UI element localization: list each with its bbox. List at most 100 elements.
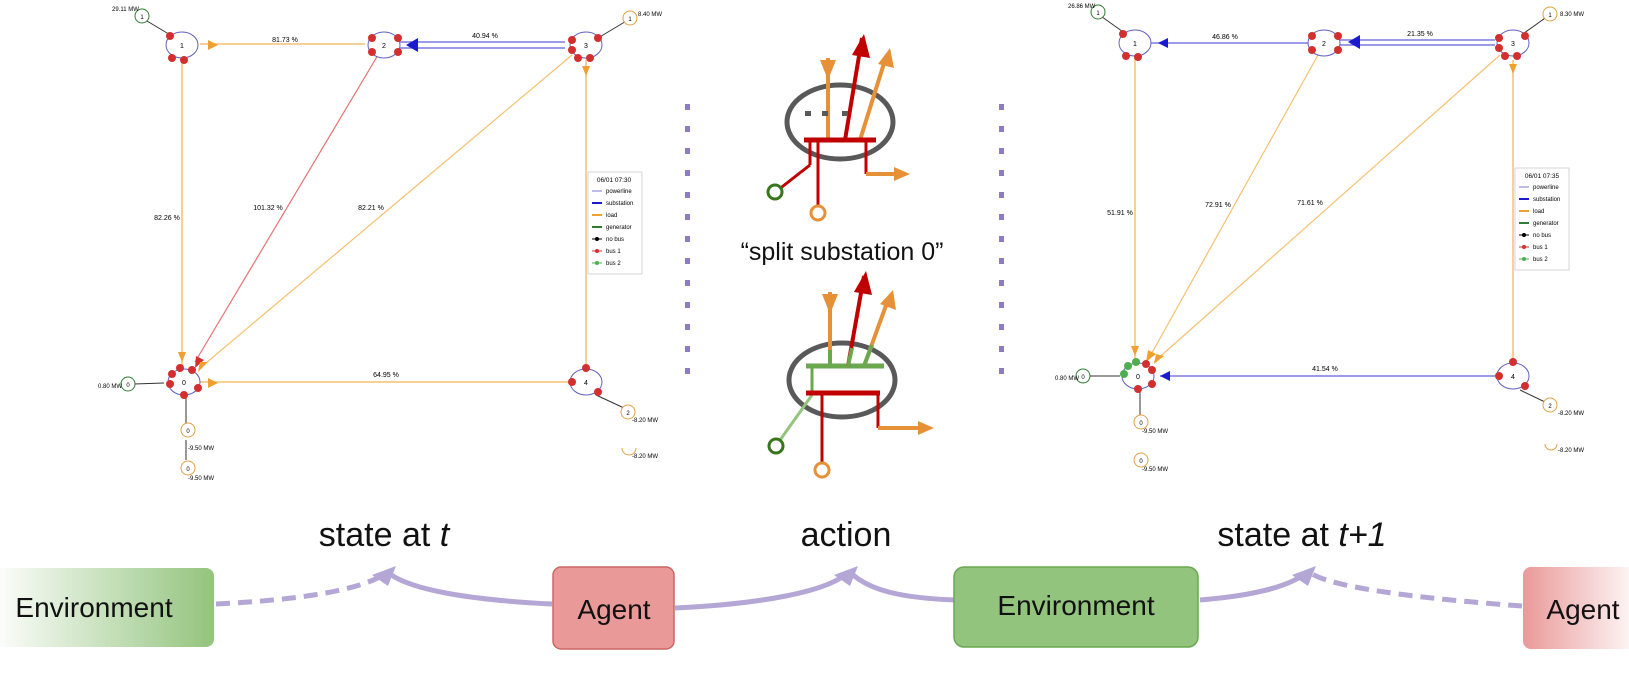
substation-id: 0 (1136, 374, 1140, 381)
line-label: 101.32 % (253, 205, 283, 212)
agent-label: Agent (577, 594, 650, 625)
legend-item: substation (606, 201, 633, 207)
environment-box-left: Environment (0, 568, 214, 647)
substation-id: 0 (182, 380, 186, 387)
legend-item: powerline (1533, 185, 1559, 191)
load-id: 0 (186, 467, 190, 473)
line-label: 46.86 % (1212, 34, 1238, 41)
legend-item: bus 2 (606, 261, 621, 267)
line-label: 81.73 % (272, 37, 298, 44)
load-connector (1519, 389, 1546, 403)
arrowhead-icon (372, 566, 396, 586)
legend-item: bus 1 (1533, 245, 1548, 251)
environment-box-mid: Environment (953, 566, 1199, 648)
load-connector (595, 394, 625, 409)
flow-arrow (208, 378, 218, 388)
substation-id: 2 (382, 43, 386, 50)
load-node (620, 404, 636, 420)
flow-arrow (1348, 35, 1360, 49)
legend-timestamp: 06/01 07:35 (1525, 173, 1560, 180)
grid-state-t1: 46.86 % 21.35 % 51.91 % 72.91 % 71.61 % … (1055, 4, 1584, 473)
load-node-partial (1544, 443, 1558, 451)
substation-id: 2 (1322, 41, 1326, 48)
flow-arrow (208, 40, 218, 50)
separator-right (999, 104, 1004, 374)
powerline-2-0 (1147, 54, 1319, 361)
legend-item: generator (606, 225, 632, 231)
line-arrow-icon (880, 290, 896, 310)
caption-state-t: state at t (319, 516, 451, 554)
load-id: 0 (1139, 459, 1143, 465)
legend-item: no bus (1533, 233, 1551, 239)
flow-arrow (582, 66, 590, 76)
legend: 06/01 07:35 powerline substation load ge… (1514, 167, 1570, 271)
line-arrow-icon (878, 48, 894, 68)
substation-ellipse (786, 340, 898, 420)
substation-3: 3 (1495, 29, 1530, 60)
line-arrow-icon (918, 421, 934, 435)
load-arrow-icon (822, 294, 838, 314)
load-arrow-icon (820, 60, 836, 80)
next-state-to-agent-arrow (1310, 571, 1523, 609)
caption-action: action (801, 516, 892, 554)
env-to-next-state-arrow (1199, 571, 1307, 603)
load-node-partial (621, 447, 637, 456)
load-id: 0 (186, 429, 190, 435)
legend-item: load (1533, 209, 1544, 215)
state-to-agent-arrow (388, 571, 553, 607)
gen-connector (597, 19, 629, 39)
line-label: 71.61 % (1297, 200, 1323, 207)
mw-label: -9.50 MW (1142, 467, 1168, 473)
mw-label: -8.20 MW (632, 418, 658, 424)
flow-arrow (1131, 346, 1139, 356)
flow-arrow (1158, 38, 1168, 48)
action-after (767, 271, 934, 479)
substation-id: 1 (180, 43, 184, 50)
flow-arrow (1154, 354, 1164, 364)
substation-3: 3 (568, 31, 603, 62)
agent-label: Agent (1546, 594, 1619, 625)
flow-arrow (1146, 350, 1156, 362)
arrowhead-icon (834, 566, 858, 586)
line-label: 82.26 % (154, 215, 180, 222)
flow-arrow (1160, 371, 1170, 381)
agent-to-action-arrow (674, 572, 848, 611)
load-node (180, 460, 196, 476)
flow-arrowheads (372, 566, 1316, 586)
environment-label: Environment (15, 592, 172, 623)
generator-id: 0 (126, 383, 130, 389)
generator-id: 1 (140, 15, 144, 21)
load-id: 2 (626, 411, 630, 417)
line-label: 64.95 % (373, 372, 399, 379)
legend-item: bus 2 (1533, 257, 1548, 263)
legend-item: load (606, 213, 617, 219)
mw-label: 8.40 MW (638, 12, 662, 18)
load-node (1133, 452, 1149, 468)
line-arrow-icon (894, 167, 910, 181)
mw-label: -9.50 MW (188, 446, 214, 452)
generator-id: 1 (628, 17, 632, 23)
mw-label: -8.20 MW (1558, 411, 1584, 417)
flow-arrows (215, 571, 1523, 611)
arrowhead-icon (1292, 566, 1316, 586)
env-to-state-arrow (215, 571, 387, 607)
load-node (180, 422, 196, 438)
legend-item: powerline (606, 189, 632, 195)
substation-id: 3 (1511, 41, 1515, 48)
agent-box-mid: Agent (552, 566, 675, 650)
mw-label: 0.80 MW (1055, 376, 1079, 382)
generator-node (1090, 4, 1106, 20)
legend-item: no bus (606, 237, 624, 243)
substation-ellipse (784, 82, 896, 162)
mw-label: 26.86 MW (1068, 4, 1096, 10)
line-arrow-icon (852, 34, 870, 58)
substation-0: 0 (166, 364, 202, 399)
powerline-2-0 (194, 54, 379, 363)
substation-2: 2 (367, 31, 402, 59)
legend-item: generator (1533, 221, 1559, 227)
flow-arrow (195, 356, 204, 368)
legend-timestamp: 06/01 07:30 (597, 177, 632, 184)
load-icon (813, 461, 831, 479)
line-label: 82.21 % (358, 205, 384, 212)
generator-id: 1 (1548, 13, 1552, 19)
